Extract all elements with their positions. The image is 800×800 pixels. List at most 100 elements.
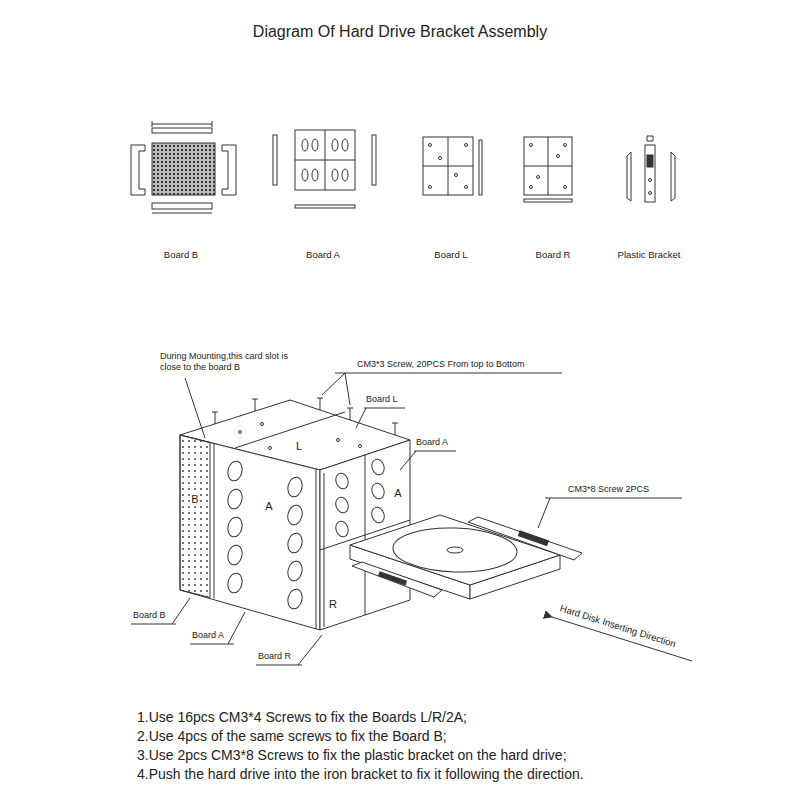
mesh-panel	[152, 143, 215, 195]
screw-hole	[557, 155, 560, 158]
leader-line	[345, 373, 350, 405]
callout-label: Board A	[192, 630, 224, 641]
leader-line	[185, 378, 205, 438]
perforated-board	[180, 435, 210, 598]
instruction-step: 4.Push the hard drive into the iron brac…	[137, 766, 584, 783]
slot-hole	[286, 588, 304, 611]
screw-hole	[269, 447, 272, 450]
screw-hole	[429, 144, 432, 147]
screw-hole	[564, 186, 567, 189]
panel-divider	[423, 166, 473, 167]
bracket-rail	[627, 152, 631, 201]
side-strip	[479, 140, 482, 195]
leader-line	[356, 408, 366, 428]
slot-hole	[226, 544, 244, 567]
board-panel	[295, 130, 355, 190]
leader-line	[400, 451, 416, 470]
panel-rail	[316, 469, 317, 629]
label-underline	[190, 644, 234, 645]
slot-hole	[370, 482, 386, 501]
left-face	[180, 435, 320, 630]
screw-head	[392, 423, 398, 424]
slot-hole	[312, 139, 318, 151]
part-label: Board R	[536, 249, 571, 260]
slot-hole	[370, 458, 386, 477]
callout-label: Board L	[366, 394, 398, 405]
bracket-grip	[647, 155, 653, 167]
screw-hole	[337, 439, 340, 442]
leader-line	[538, 498, 550, 528]
screw-hole	[455, 174, 458, 177]
label-underline	[545, 498, 682, 499]
label-underline	[256, 665, 302, 666]
callout-label: Board B	[133, 610, 166, 621]
panel-divider	[524, 166, 572, 167]
screw	[255, 399, 256, 411]
screw-hole	[649, 179, 652, 182]
rail-grip	[379, 572, 407, 585]
side-rail	[273, 135, 277, 185]
part-label: Board B	[164, 249, 198, 260]
side-bracket	[222, 145, 236, 195]
panel-rail	[214, 444, 215, 599]
label-underline	[131, 624, 176, 625]
leader-line	[172, 598, 190, 624]
rail-grip	[518, 531, 548, 545]
slot-hole	[332, 169, 338, 181]
slot-hole	[342, 169, 348, 181]
callout-label: Board A	[416, 437, 448, 448]
slot-hole	[334, 496, 350, 515]
rail-tick	[152, 121, 153, 127]
callout-note: CM3*3 Screw, 20PCS From top to Bottom	[357, 359, 525, 370]
screw	[395, 423, 396, 435]
label-underline	[335, 373, 562, 374]
leader-line	[298, 635, 322, 665]
slot-hole	[286, 504, 304, 527]
panel-divider	[295, 160, 355, 161]
label-underline	[364, 408, 405, 409]
bracket-body	[645, 145, 655, 202]
board-panel	[423, 137, 473, 195]
screw-head	[212, 412, 218, 413]
panel-letter: B	[190, 493, 199, 506]
bottom-rail	[152, 203, 212, 209]
screw-hole	[564, 144, 567, 147]
side-bracket	[131, 145, 145, 195]
part-label: Board L	[434, 249, 467, 260]
top-rail	[152, 124, 212, 125]
screw-head	[347, 408, 353, 409]
instruction-step: 1.Use 16pcs CM3*4 Screws to fix the Boar…	[137, 709, 467, 726]
screw-hole	[537, 176, 540, 179]
part-label: Board A	[306, 249, 340, 260]
plastic-rail	[352, 562, 442, 597]
side-rail	[372, 135, 376, 185]
panel-letter: A	[264, 500, 273, 513]
label-underline	[414, 451, 456, 452]
screw-hole	[530, 186, 533, 189]
callout-label: Board R	[258, 651, 291, 662]
screw-hole	[429, 186, 432, 189]
slot-hole	[286, 560, 304, 583]
slot-hole	[286, 532, 304, 555]
slot-hole	[302, 169, 308, 181]
slot-hole	[226, 572, 244, 595]
screw-hole	[239, 431, 242, 434]
screw-hole	[439, 157, 442, 160]
instruction-step: 3.Use 2pcs CM3*8 Screws to fix the plast…	[137, 747, 567, 764]
bay-rail	[324, 473, 325, 627]
slot-hole	[226, 516, 244, 539]
screw	[320, 398, 321, 410]
callout-note: CM3*8 Screw 2PCS	[568, 484, 649, 495]
screw	[350, 408, 351, 420]
rail-tick	[212, 121, 213, 127]
direction-label: Hard Disk Inserting Direction	[559, 602, 678, 649]
slot-hole	[226, 488, 244, 511]
panel-letter: L	[295, 440, 303, 453]
screw-hole	[359, 445, 362, 448]
leader-line	[228, 612, 245, 644]
slot-hole	[342, 139, 348, 151]
leader-line	[322, 373, 345, 395]
hard-drive	[350, 515, 560, 585]
